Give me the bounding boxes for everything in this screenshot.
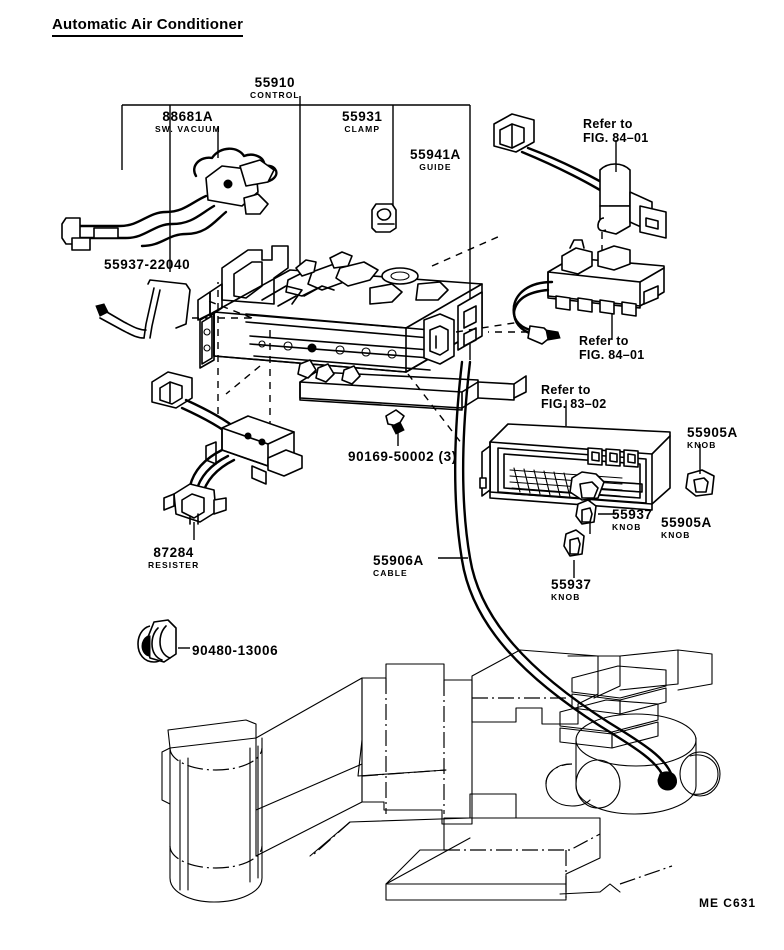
part-name: KNOB [687,439,717,450]
part-55937-22040-rod [95,279,252,339]
part-number: 55910 [254,75,296,90]
part-name: SW. VACUUM [155,123,221,134]
refer-note-line2: FIG. 84–01 [579,348,645,363]
control-panel-fig-83-02 [479,400,671,511]
part-name: CONTROL [250,89,300,100]
part-number: 55937 [612,507,653,522]
part-name: KNOB [612,521,642,532]
part-number: 55905A [687,425,738,440]
part-55931-clamp [371,203,397,233]
part-callout-55937-22040: 55937-22040 [104,258,190,272]
refer-note-line1: Refer to [583,117,633,131]
knob-55937-upper [575,499,616,525]
page-title-text: Automatic Air Conditioner [52,16,244,37]
refer-note-line2: FIG. 84–01 [583,131,649,146]
part-55906a-cable [438,360,677,791]
knob-55905a-upper [685,444,715,497]
part-callout-90480-13006: 90480-13006 [192,644,278,658]
part-number: 55941A [410,147,461,162]
part-number: 90169-50002 (3) [348,449,457,464]
part-name: CABLE [373,567,408,578]
part-name: RESISTER [148,559,200,570]
refer-note-line1: Refer to [541,383,591,397]
part-number: 90480-13006 [192,643,279,658]
part-name: GUIDE [419,161,452,172]
part-number: 55906A [373,553,424,568]
part-name: KNOB [661,529,691,540]
refer-note-line1: Refer to [579,334,629,348]
part-88681a-vacuum-switch [61,147,278,251]
refer-note-line2: FIG. 83–02 [541,397,607,412]
harness-middle-right [488,239,665,345]
part-number: 55937-22040 [104,257,191,272]
part-90169-50002-screw [385,409,405,446]
part-name: KNOB [551,591,581,602]
part-90480-13006-grommet [137,619,190,663]
part-87284-resister-harness [151,371,303,540]
part-number: 87284 [153,545,194,560]
knob-55905a-lower [569,471,605,534]
part-name: CLAMP [344,123,381,134]
part-55910-control-assembly [197,235,527,445]
part-number: 88681A [162,109,214,124]
hvac-blower-unit [161,649,721,903]
part-number: 55937 [551,577,592,592]
part-number: 55905A [661,515,712,530]
leader-bracket-top [121,96,471,360]
knob-55937-lower [563,529,585,578]
part-number: 55931 [342,109,383,124]
page-title: Automatic Air Conditioner [52,16,244,37]
footer-diagram-code: ME C631 [698,896,756,910]
part-callout-90169-50002-3: 90169-50002 (3) [348,450,457,464]
